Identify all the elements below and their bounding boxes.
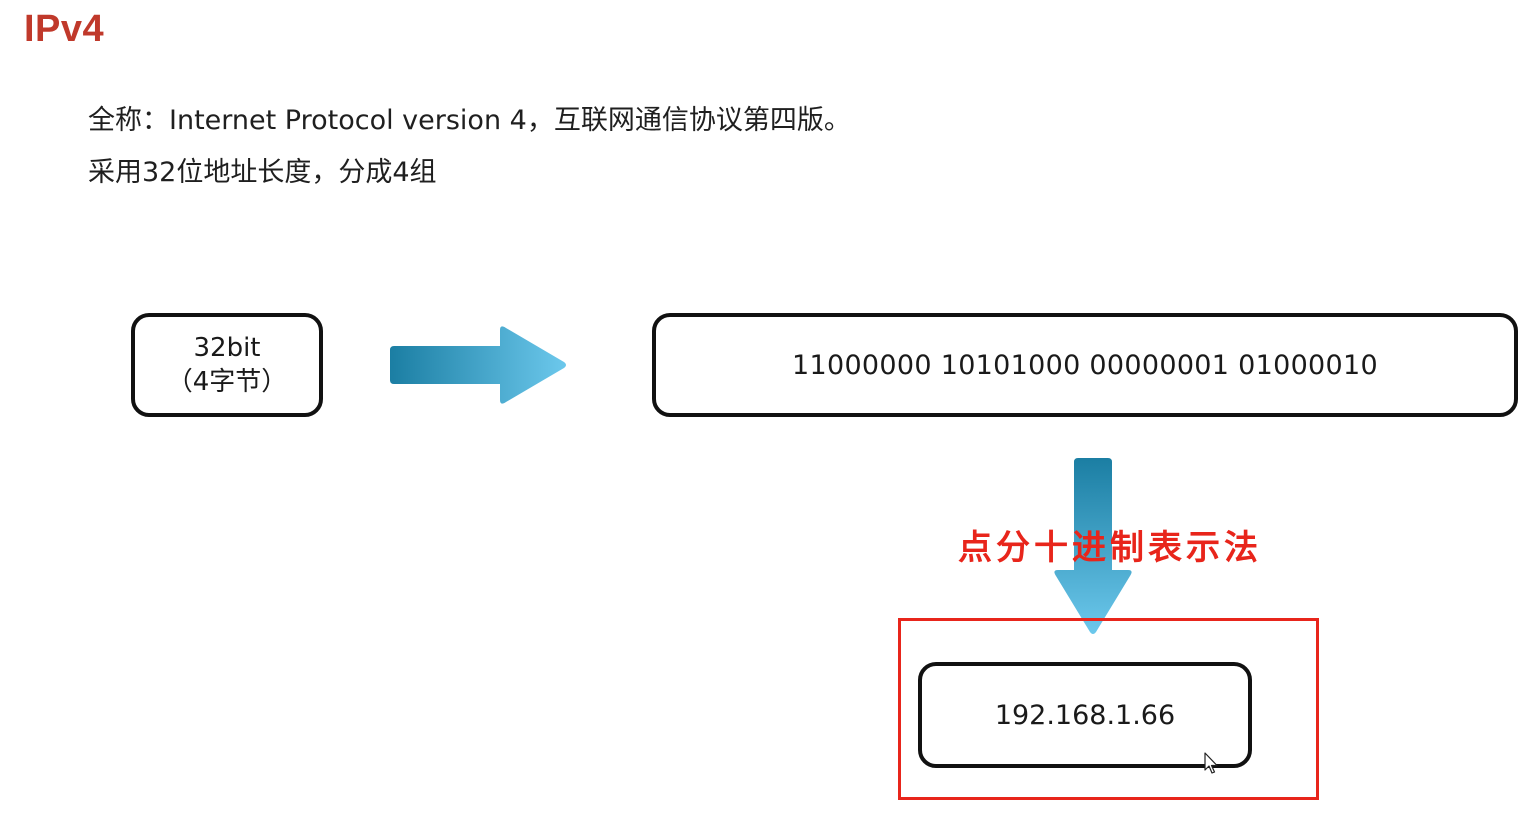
page-title: IPv4 [24,8,105,50]
arrow-right-icon [390,326,566,404]
bits-box: 32bit （4字节） [131,313,323,417]
bits-label: 32bit [193,333,261,363]
dotted-decimal-box: 192.168.1.66 [918,662,1252,768]
arrow-down-icon [1054,458,1132,634]
binary-address-value: 11000000 10101000 00000001 01000010 [792,349,1378,381]
intro-address-length: 采用32位地址长度，分成4组 [88,157,437,188]
highlight-frame [898,618,1319,800]
binary-address-box: 11000000 10101000 00000001 01000010 [652,313,1518,417]
mouse-cursor-icon [1204,752,1218,774]
dotted-decimal-label: 点分十进制表示法 [958,528,1262,568]
dotted-decimal-value: 192.168.1.66 [994,699,1176,731]
bytes-label: （4字节） [166,367,288,397]
intro-full-name: 全称：Internet Protocol version 4，互联网通信协议第四… [88,105,851,136]
